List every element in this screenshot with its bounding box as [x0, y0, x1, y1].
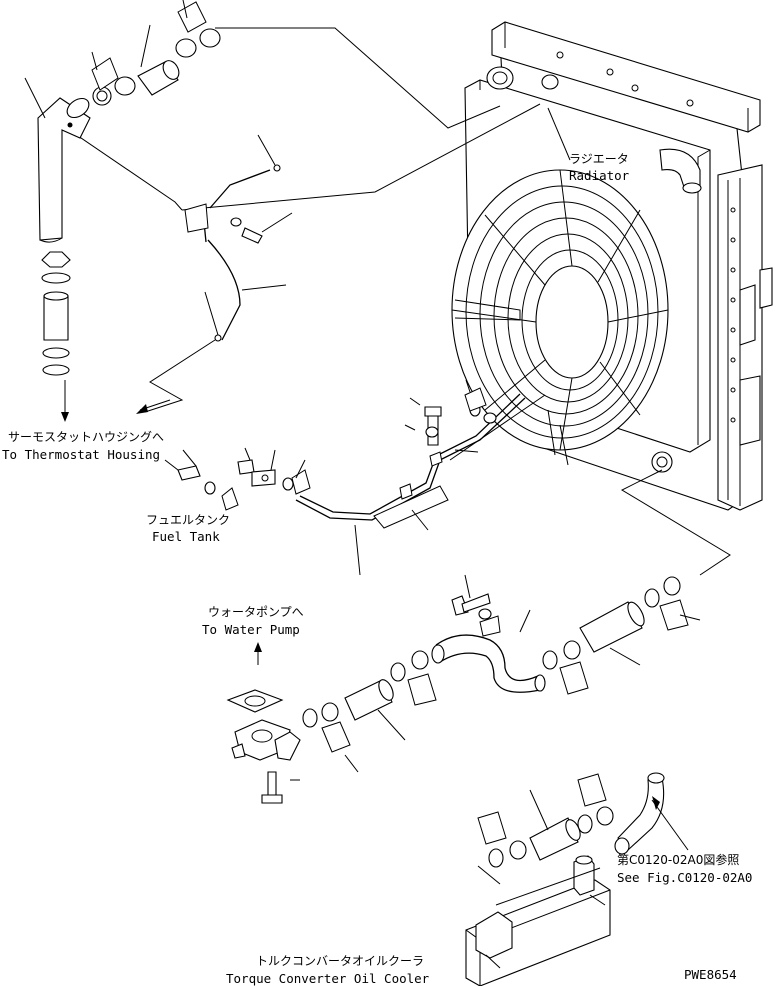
radiator-label-en: Radiator — [569, 168, 630, 183]
radiator-label-jp: ラジエータ — [569, 152, 629, 166]
label-radiator: ラジエータ Radiator — [569, 152, 630, 183]
label-fuel-tank: フュエルタンク Fuel Tank — [146, 513, 230, 544]
label-thermostat: サーモスタットハウジングへ To Thermostat Housing — [2, 430, 164, 462]
label-oil-cooler: トルクコンバータオイルクーラ Torque Converter Oil Cool… — [226, 954, 430, 986]
drawing-code: PWE8654 — [684, 967, 737, 982]
see-fig-label-en: See Fig.C0120-02A0 — [617, 870, 752, 885]
oil-cooler-label-jp: トルクコンバータオイルクーラ — [256, 954, 424, 968]
fuel-tank-label-en: Fuel Tank — [152, 529, 220, 544]
thermostat-label-jp: サーモスタットハウジングへ — [8, 430, 164, 444]
breather-line — [184, 134, 293, 342]
see-fig-label-jp: 第C0120-02A0図参照 — [617, 852, 739, 867]
fuel-tank-group — [164, 379, 526, 576]
thermostat-label-en: To Thermostat Housing — [2, 447, 160, 462]
oil-cooler-group — [465, 772, 689, 986]
thermostat-stack — [41, 251, 171, 422]
fan-guard — [451, 169, 669, 466]
oil-cooler-label-en: Torque Converter Oil Cooler — [226, 971, 430, 986]
label-see-fig: 第C0120-02A0図参照 See Fig.C0120-02A0 — [617, 852, 752, 885]
upper-hose-group — [24, 0, 221, 243]
radiator-assembly — [451, 21, 773, 511]
water-pump-label-jp: ウォータポンプへ — [208, 605, 304, 619]
label-water-pump: ウォータポンプへ To Water Pump — [202, 605, 304, 637]
fuel-tank-label-jp: フュエルタンク — [146, 513, 230, 527]
water-pump-label-en: To Water Pump — [202, 622, 300, 637]
routing-lines — [61, 27, 731, 576]
lower-hose-group — [226, 574, 701, 804]
